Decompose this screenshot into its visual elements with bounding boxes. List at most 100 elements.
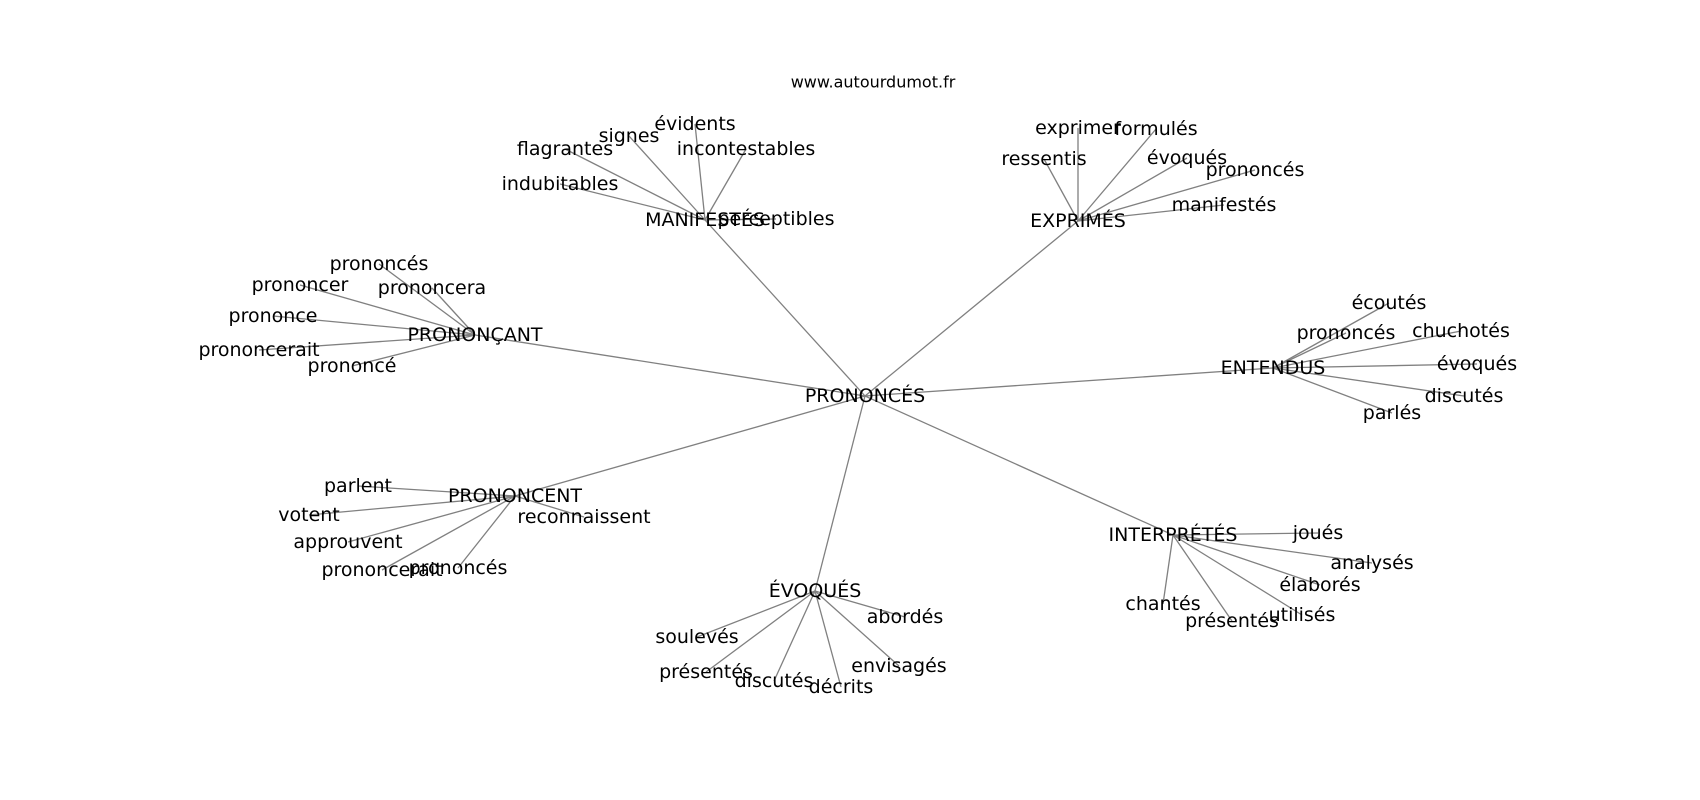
leaf-node-abordes: abordés <box>867 606 943 628</box>
hub-node-interpretes: INTERPRÉTÉS <box>1109 523 1238 546</box>
leaf-node-souleves: soulevés <box>655 626 738 648</box>
edge-entendus-discutes <box>1272 367 1465 397</box>
labels-layer: www.autourdumot.fr évidentssignesflagran… <box>198 73 1517 699</box>
edge-root-manifestes <box>704 219 866 397</box>
edge-root-evoques <box>814 395 866 592</box>
leaf-node-prononce: prononce <box>229 305 318 327</box>
leaf-node-discutes: discutés <box>735 670 814 692</box>
edge-prononcant-prononcera <box>431 287 476 336</box>
edge-entendus-evoques <box>1272 363 1478 369</box>
leaf-node-evidents: évidents <box>654 113 735 135</box>
edge-manifestes-indubitables <box>559 183 706 221</box>
leaf-node-exprimer: exprimer <box>1035 117 1121 139</box>
edge-prononcent-prononces <box>457 495 516 569</box>
edge-evoques-abordes <box>814 590 906 618</box>
leaf-node-prononces: prononcés <box>1206 159 1305 181</box>
source-url: www.autourdumot.fr <box>791 73 956 92</box>
edge-exprimes-ressentis <box>1043 158 1079 222</box>
leaf-node-parlent: parlent <box>324 475 392 497</box>
leaf-node-utilises: utilisés <box>1269 604 1336 626</box>
edge-interpretes-presentes <box>1172 534 1233 622</box>
edge-interpretes-joues <box>1172 532 1319 536</box>
edge-root-prononcant <box>474 334 866 397</box>
edge-entendus-ecoutes <box>1272 302 1390 369</box>
leaf-node-signes: signes <box>599 125 660 147</box>
leaf-node-ressentis: ressentis <box>1001 148 1086 170</box>
edge-interpretes-analyses <box>1172 534 1373 564</box>
leaf-node-indubitables: indubitables <box>502 173 619 195</box>
leaf-node-prononcer: prononcer <box>252 274 349 296</box>
leaf-node-prononce: prononcé <box>308 355 397 377</box>
edges-layer <box>258 123 1478 688</box>
leaf-node-prononcerait: prononcerait <box>321 559 442 581</box>
edge-exprimes-manifestes <box>1077 204 1225 222</box>
hub-node-prononcant: PRONONÇANT <box>407 324 542 346</box>
leaf-node-manifestes: manifestés <box>1172 194 1277 216</box>
leaf-node-formules: formulés <box>1114 118 1197 140</box>
edge-interpretes-chantes <box>1162 534 1174 605</box>
edge-root-interpretes <box>864 395 1174 536</box>
edge-manifestes-evidents <box>694 123 706 221</box>
leaf-node-presentes: présentés <box>659 661 753 683</box>
leaf-node-discutes: discutés <box>1425 385 1504 407</box>
leaf-node-prononces: prononcés <box>1297 322 1396 344</box>
leaf-node-joues: joués <box>1292 522 1344 544</box>
leaf-node-approuvent: approuvent <box>293 531 402 553</box>
edge-prononcant-prononces <box>378 263 476 336</box>
leaf-node-incontestables: incontestables <box>677 138 816 160</box>
edge-manifestes-perceptibles <box>704 218 777 221</box>
leaf-node-envisages: envisagés <box>851 655 946 677</box>
leaf-node-evoques: évoqués <box>1437 353 1517 375</box>
edge-interpretes-elabores <box>1172 534 1321 586</box>
leaf-node-prononces: prononcés <box>409 557 508 579</box>
edge-root-exprimes <box>864 220 1079 397</box>
edge-entendus-parles <box>1272 367 1393 414</box>
leaf-node-chantes: chantés <box>1125 593 1200 615</box>
leaf-node-prononces: prononcés <box>330 253 429 275</box>
edge-prononcent-parlent <box>357 485 516 497</box>
leaf-node-reconnaissent: reconnaissent <box>517 506 650 528</box>
edge-manifestes-flagrantes <box>564 148 706 221</box>
hub-node-entendus: ENTENDUS <box>1221 357 1326 379</box>
edge-exprimes-formules <box>1077 128 1157 222</box>
edge-exprimes-evoques <box>1077 157 1188 222</box>
leaf-node-prononcera: prononcera <box>378 277 486 299</box>
leaf-node-parles: parlés <box>1363 402 1421 424</box>
leaf-node-prononcerait: prononcerait <box>198 339 319 361</box>
edge-prononcant-prononce <box>351 334 476 367</box>
leaf-node-evoques: évoqués <box>1147 147 1227 169</box>
edge-evoques-souleves <box>696 590 816 638</box>
leaf-node-analyses: analysés <box>1330 552 1413 574</box>
leaf-node-presentes: présentés <box>1185 610 1279 632</box>
edge-evoques-envisages <box>814 590 900 667</box>
hub-node-manifestes: MANIFESTÉS <box>645 208 765 231</box>
leaf-node-decrits: décrits <box>809 676 874 698</box>
hub-node-prononcent: PRONONCENT <box>448 485 582 507</box>
leaf-node-votent: votent <box>278 504 340 526</box>
edge-prononcant-prononce <box>272 315 476 336</box>
edge-prononcent-reconnaissent <box>514 495 585 518</box>
edge-entendus-prononces <box>1272 332 1347 369</box>
edge-prononcent-prononcerait <box>381 495 516 571</box>
leaf-node-elabores: élaborés <box>1279 574 1360 596</box>
edge-prononcent-approuvent <box>347 495 516 543</box>
hub-node-exprimes: EXPRIMÉS <box>1030 209 1126 232</box>
edge-entendus-chuchotes <box>1272 330 1462 369</box>
edge-interpretes-utilises <box>1172 534 1303 616</box>
edge-prononcant-prononcerait <box>258 334 476 351</box>
edge-prononcent-votent <box>308 495 516 516</box>
edge-root-prononcent <box>514 395 866 497</box>
edge-exprimes-prononces <box>1077 169 1256 222</box>
leaf-node-ecoutes: écoutés <box>1352 292 1427 314</box>
root-node: PRONONCÉS <box>805 384 925 407</box>
hub-node-evoques: ÉVOQUÉS <box>769 579 862 602</box>
edge-evoques-presentes <box>705 590 816 673</box>
leaf-node-flagrantes: flagrantes <box>517 138 613 160</box>
edge-manifestes-incontestables <box>704 148 747 221</box>
edge-evoques-discutes <box>773 590 816 682</box>
leaf-node-chuchotes: chuchotés <box>1412 320 1510 342</box>
edge-manifestes-signes <box>628 135 706 221</box>
leaf-node-perceptibles: perceptibles <box>718 208 835 230</box>
edge-evoques-decrits <box>814 590 842 688</box>
